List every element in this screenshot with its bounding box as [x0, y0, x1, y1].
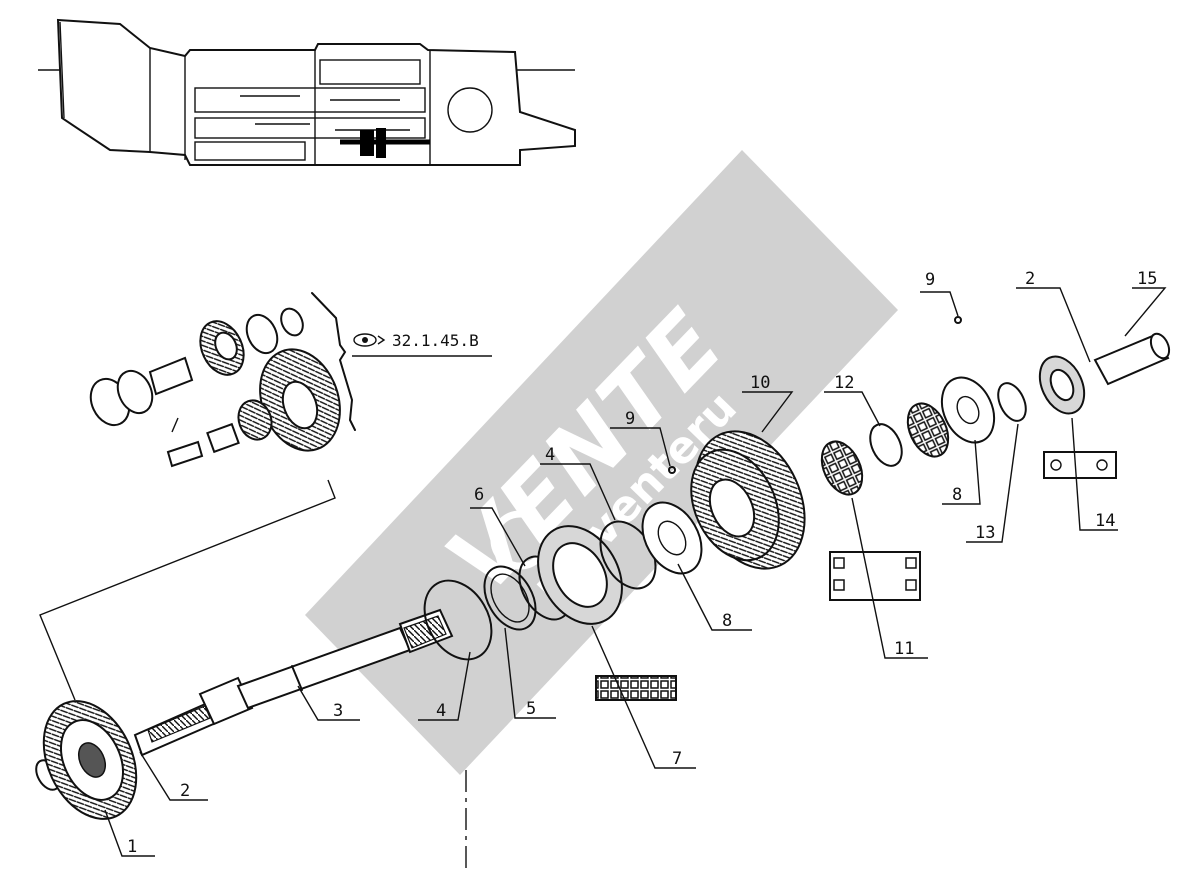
callout-3: 3 [333, 701, 343, 721]
reference-code-text: 32.1.45.B [392, 331, 479, 350]
callout-2-left: 2 [180, 781, 190, 801]
needle-bearing-right [906, 402, 950, 458]
snap-ring-part-4-left [423, 579, 493, 661]
ball-part-9-lower [668, 466, 676, 474]
eye-symbol-icon [353, 333, 386, 347]
gear-part-1 [35, 700, 138, 820]
callout-8-lower: 8 [722, 611, 732, 631]
needle-bearing-part-11 [820, 440, 921, 601]
callout-9-upper: 9 [925, 270, 935, 290]
transmission-housing-overview [38, 18, 576, 166]
ring-part-5 [483, 565, 537, 631]
callout-4-upper: 4 [545, 445, 555, 465]
reference-code: 32.1.45.B [352, 331, 492, 357]
bearing-part-14 [1038, 355, 1117, 479]
callout-labels: 1 2 2 3 4 4 5 6 7 8 8 9 9 10 11 12 13 14… [127, 269, 1157, 857]
double-gear-part-10 [690, 430, 806, 570]
callout-14: 14 [1095, 511, 1115, 531]
callout-8-upper: 8 [952, 485, 962, 505]
callout-12: 12 [834, 373, 854, 393]
callout-leaders [104, 287, 1167, 857]
callout-2-right: 2 [1025, 269, 1035, 289]
ring-part-12 [869, 423, 903, 467]
washer-part-8-right [940, 376, 996, 444]
detail-subassembly [39, 292, 356, 701]
callout-9-lower: 9 [625, 409, 635, 429]
callout-4-lower: 4 [436, 701, 446, 721]
shaft-part-15 [1093, 332, 1171, 386]
callout-1: 1 [127, 837, 137, 857]
callout-15: 15 [1137, 269, 1157, 289]
callout-7: 7 [672, 749, 682, 769]
callout-11: 11 [894, 639, 914, 659]
snap-ring-part-13 [997, 382, 1027, 422]
callout-5: 5 [526, 699, 536, 719]
callout-10: 10 [750, 373, 770, 393]
washer-part-8-left [641, 501, 703, 575]
shaft-part-3 [133, 608, 454, 757]
ball-part-9-upper [954, 316, 962, 324]
callout-6: 6 [474, 485, 484, 505]
callout-13: 13 [975, 523, 995, 543]
watermark-band [305, 150, 898, 775]
